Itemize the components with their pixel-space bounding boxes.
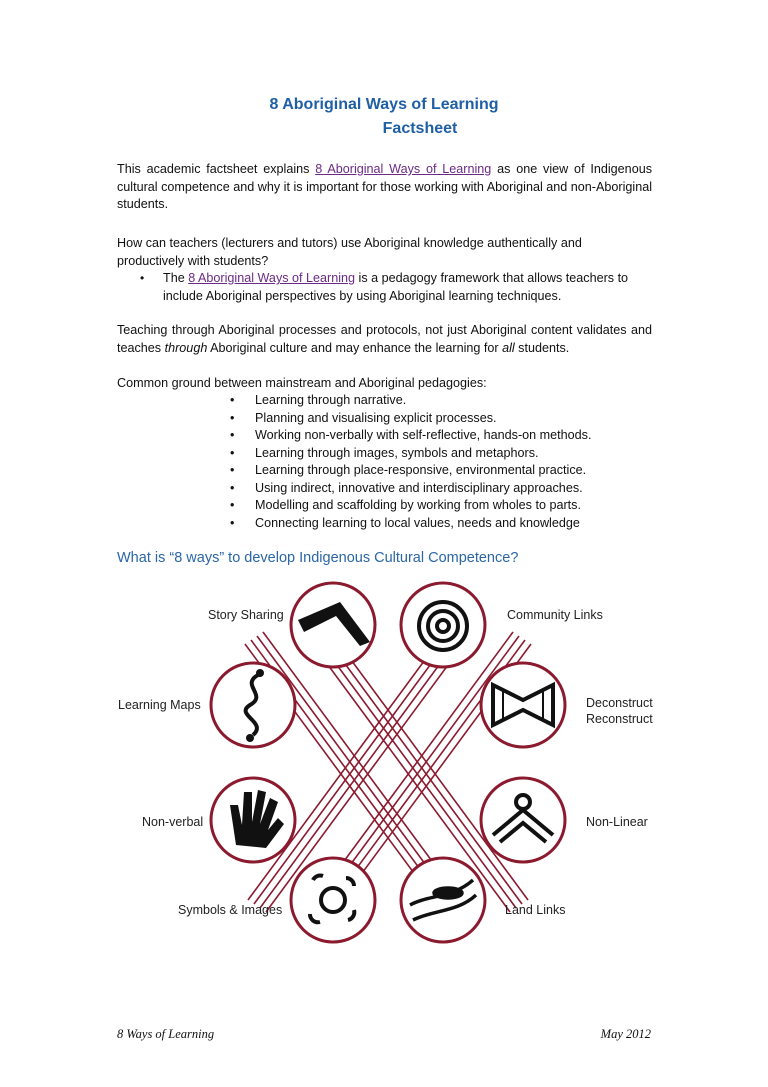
spiral-icon — [417, 600, 469, 652]
list-item-text: Working non-verbally with self-reflectiv… — [255, 428, 592, 442]
list-item: • Using indirect, innovative and interdis… — [230, 480, 591, 498]
label-non-linear: Non-Linear — [586, 815, 648, 829]
circle-symbols-images — [289, 856, 377, 944]
circle-community-links — [399, 581, 487, 669]
list-item-text: Learning through images, symbols and met… — [255, 445, 539, 460]
list-item: • Planning and visualising explicit proce… — [230, 410, 591, 428]
list-item-text: Using indirect, innovative and interdisc… — [255, 480, 583, 495]
eight-ways-diagram: Story Sharing Community Links Learning M… — [118, 581, 653, 944]
framework-text-end: is a pedagogy framework that allows teac… — [163, 271, 629, 303]
circle-story-sharing — [289, 581, 377, 669]
boomerang-icon — [298, 602, 370, 646]
bullet-marker: • — [230, 463, 235, 477]
bullet-marker: • — [230, 410, 235, 425]
common-ground-heading: Common ground between mainstream and Abo… — [117, 376, 487, 390]
bullet-marker: • — [230, 515, 235, 530]
teaching-emphasis-all: all — [502, 340, 515, 355]
teaching-paragraph: Teaching through Aboriginal processes an… — [117, 322, 652, 357]
intro-text-end: as one view of Indigenous cultural compe… — [117, 162, 652, 211]
footer-left: 8 Ways of Learning — [117, 1027, 215, 1041]
list-item: • Connecting learning to local values, ne… — [230, 515, 591, 533]
bullet-marker: • — [230, 445, 235, 460]
lattice — [244, 614, 532, 923]
label-deconstruct: Deconstruct — [586, 696, 653, 710]
concentric-arcs-icon — [491, 793, 555, 844]
teaching-text-1: Teaching through Aboriginal processes an… — [117, 323, 652, 355]
list-item: • Modelling and scaffolding by working fr… — [230, 497, 591, 515]
landscape-icon — [409, 878, 478, 922]
framework-bullet: • The 8 Aboriginal Ways of Learning is a… — [140, 270, 660, 305]
section-heading: What is “8 ways” to develop Indigenous C… — [117, 550, 519, 566]
bullet-marker: • — [230, 480, 235, 495]
list-item: • Learning through place-responsive, envi… — [230, 462, 591, 480]
framework-link[interactable]: 8 Aboriginal Ways of Learning — [188, 271, 356, 285]
framework-bullet-text: The 8 Aboriginal Ways of Learning is a p… — [163, 270, 660, 305]
circle-non-verbal — [209, 776, 297, 864]
hand-icon — [230, 790, 284, 848]
label-symbols-images: Symbols & Images — [178, 903, 282, 917]
meeting-place-icon — [308, 873, 357, 925]
lattice-nw — [244, 614, 529, 923]
list-item-text: Learning through place-responsive, envir… — [255, 463, 587, 477]
intro-paragraph: This academic factsheet explains 8 Abori… — [117, 161, 652, 214]
teaching-text-3: students. — [514, 340, 570, 355]
common-ground-list: • Learning through narrative. • Planning a… — [230, 392, 591, 532]
lattice-ne — [247, 614, 532, 923]
question-paragraph: How can teachers (lecturers and tutors) … — [117, 236, 582, 268]
page-subtitle: Factsheet — [0, 120, 768, 138]
bullet-marker: • — [230, 393, 235, 407]
circle-learning-maps — [209, 661, 297, 749]
label-story-sharing: Story Sharing — [208, 608, 284, 622]
framework-text-start: The — [163, 271, 189, 285]
list-item-text: Learning through narrative. — [255, 393, 407, 407]
bowtie-icon — [491, 681, 555, 729]
page-title: 8 Aboriginal Ways of Learning — [0, 96, 768, 114]
bullet-marker: • — [230, 428, 235, 442]
title-line-1: 8 Aboriginal Ways of Learning — [269, 96, 499, 113]
list-item: • Learning through images, symbols and me… — [230, 445, 591, 463]
footer-right: May 2012 — [600, 1027, 651, 1041]
circle-non-linear — [479, 776, 567, 864]
bullet-marker: • — [140, 271, 145, 285]
intro-link[interactable]: 8 Aboriginal Ways of Learning — [315, 162, 492, 176]
label-learning-maps: Learning Maps — [118, 698, 201, 712]
teaching-text-2: Aboriginal culture and may enhance the l… — [207, 340, 503, 355]
label-community-links: Community Links — [507, 608, 603, 622]
teaching-emphasis-through: through — [164, 340, 208, 355]
label-reconstruct: Reconstruct — [586, 712, 653, 726]
bullet-marker: • — [230, 498, 235, 512]
list-item: • Working non-verbally with self-reflecti… — [230, 427, 591, 445]
title-line-2: Factsheet — [382, 120, 458, 137]
list-item-text: Connecting learning to local values, nee… — [255, 515, 580, 530]
list-item: • Learning through narrative. — [230, 392, 591, 410]
label-land-links: Land Links — [505, 903, 565, 917]
label-non-verbal: Non-verbal — [142, 815, 203, 829]
intro-text-start: This academic factsheet explains — [117, 162, 316, 176]
list-item-text: Planning and visualising explicit proces… — [255, 410, 497, 425]
list-item-text: Modelling and scaffolding by working fro… — [255, 498, 581, 512]
wavy-path-icon — [243, 673, 260, 737]
circle-deconstruct-reconstruct — [479, 661, 567, 749]
circle-land-links — [399, 856, 487, 944]
